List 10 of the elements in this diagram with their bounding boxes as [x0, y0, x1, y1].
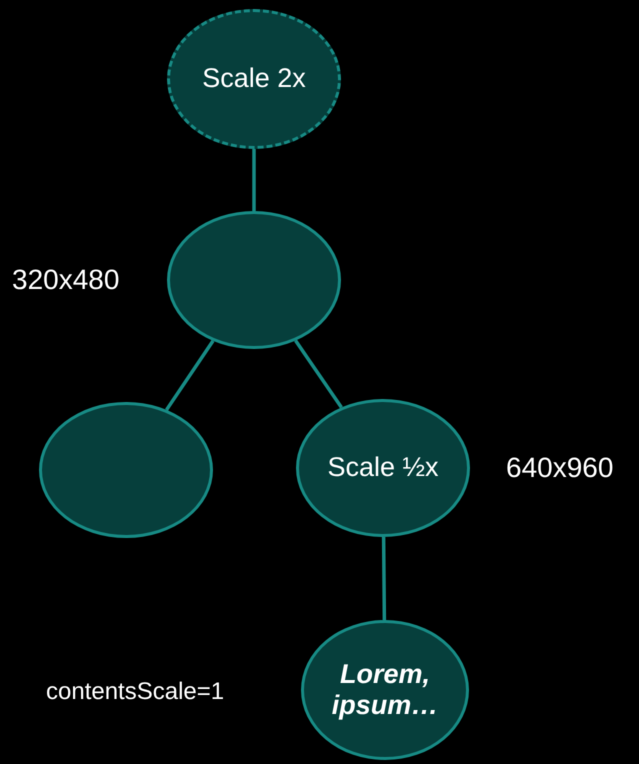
node-label: Lorem, ipsum… [330, 658, 440, 722]
node-label: Scale 2x [202, 63, 306, 95]
connector-line [252, 149, 256, 211]
connector-line [382, 536, 386, 620]
connector-line [294, 340, 343, 408]
node-label: Scale ½x [327, 452, 439, 484]
size-annotation: 640x960 [506, 452, 614, 484]
connector-line [165, 340, 214, 411]
size-annotation: contentsScale=1 [46, 678, 224, 706]
size-annotation: 320x480 [12, 264, 120, 296]
